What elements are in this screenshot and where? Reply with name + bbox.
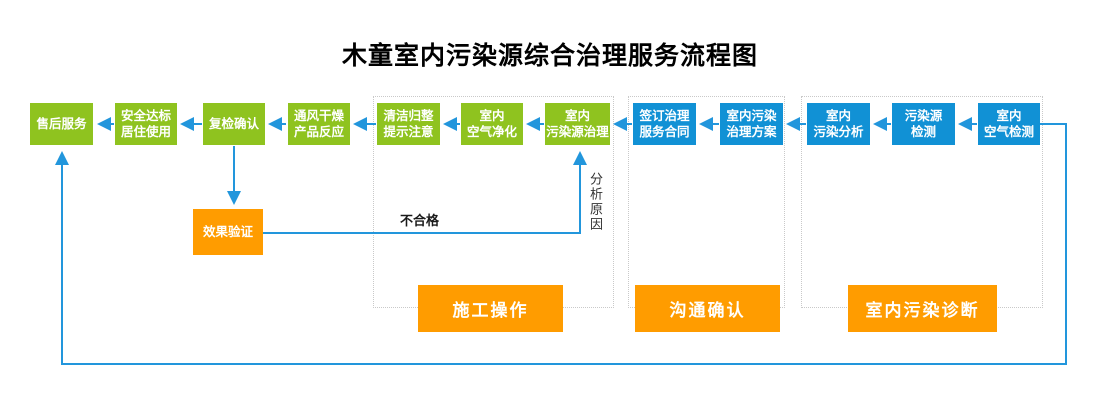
diagram-title: 木童室内污染源综合治理服务流程图 — [341, 41, 758, 70]
node-air-purification: 室内 空气净化 — [461, 103, 523, 145]
label-indoor-pollution-diagnosis: 室内污染诊断 — [848, 285, 997, 332]
node-cleanup-notice: 清洁归整 提示注意 — [377, 103, 440, 145]
label-communication-confirm: 沟通确认 — [635, 285, 780, 332]
edge-label-fail: 不合格 — [400, 214, 440, 229]
node-recheck-confirm: 复检确认 — [203, 103, 265, 145]
node-pollution-analysis: 室内 污染分析 — [807, 103, 870, 145]
node-treatment-plan: 室内污染 治理方案 — [720, 103, 783, 145]
node-effect-verification: 效果验证 — [193, 209, 263, 255]
node-safe-occupancy: 安全达标 居住使用 — [115, 103, 177, 145]
node-pollution-source-testing: 污染源 检测 — [892, 103, 955, 145]
node-sign-contract: 签订治理 服务合同 — [633, 103, 696, 145]
edge-label-analyze: 分析原因 — [587, 172, 602, 232]
node-after-sales-service: 售后服务 — [30, 103, 93, 145]
node-air-testing: 室内 空气检测 — [978, 103, 1040, 145]
node-pollution-source-treatment: 室内 污染源治理 — [545, 103, 610, 145]
label-construction-operation: 施工操作 — [418, 285, 563, 332]
node-ventilation-drying: 通风干燥 产品反应 — [288, 103, 350, 145]
